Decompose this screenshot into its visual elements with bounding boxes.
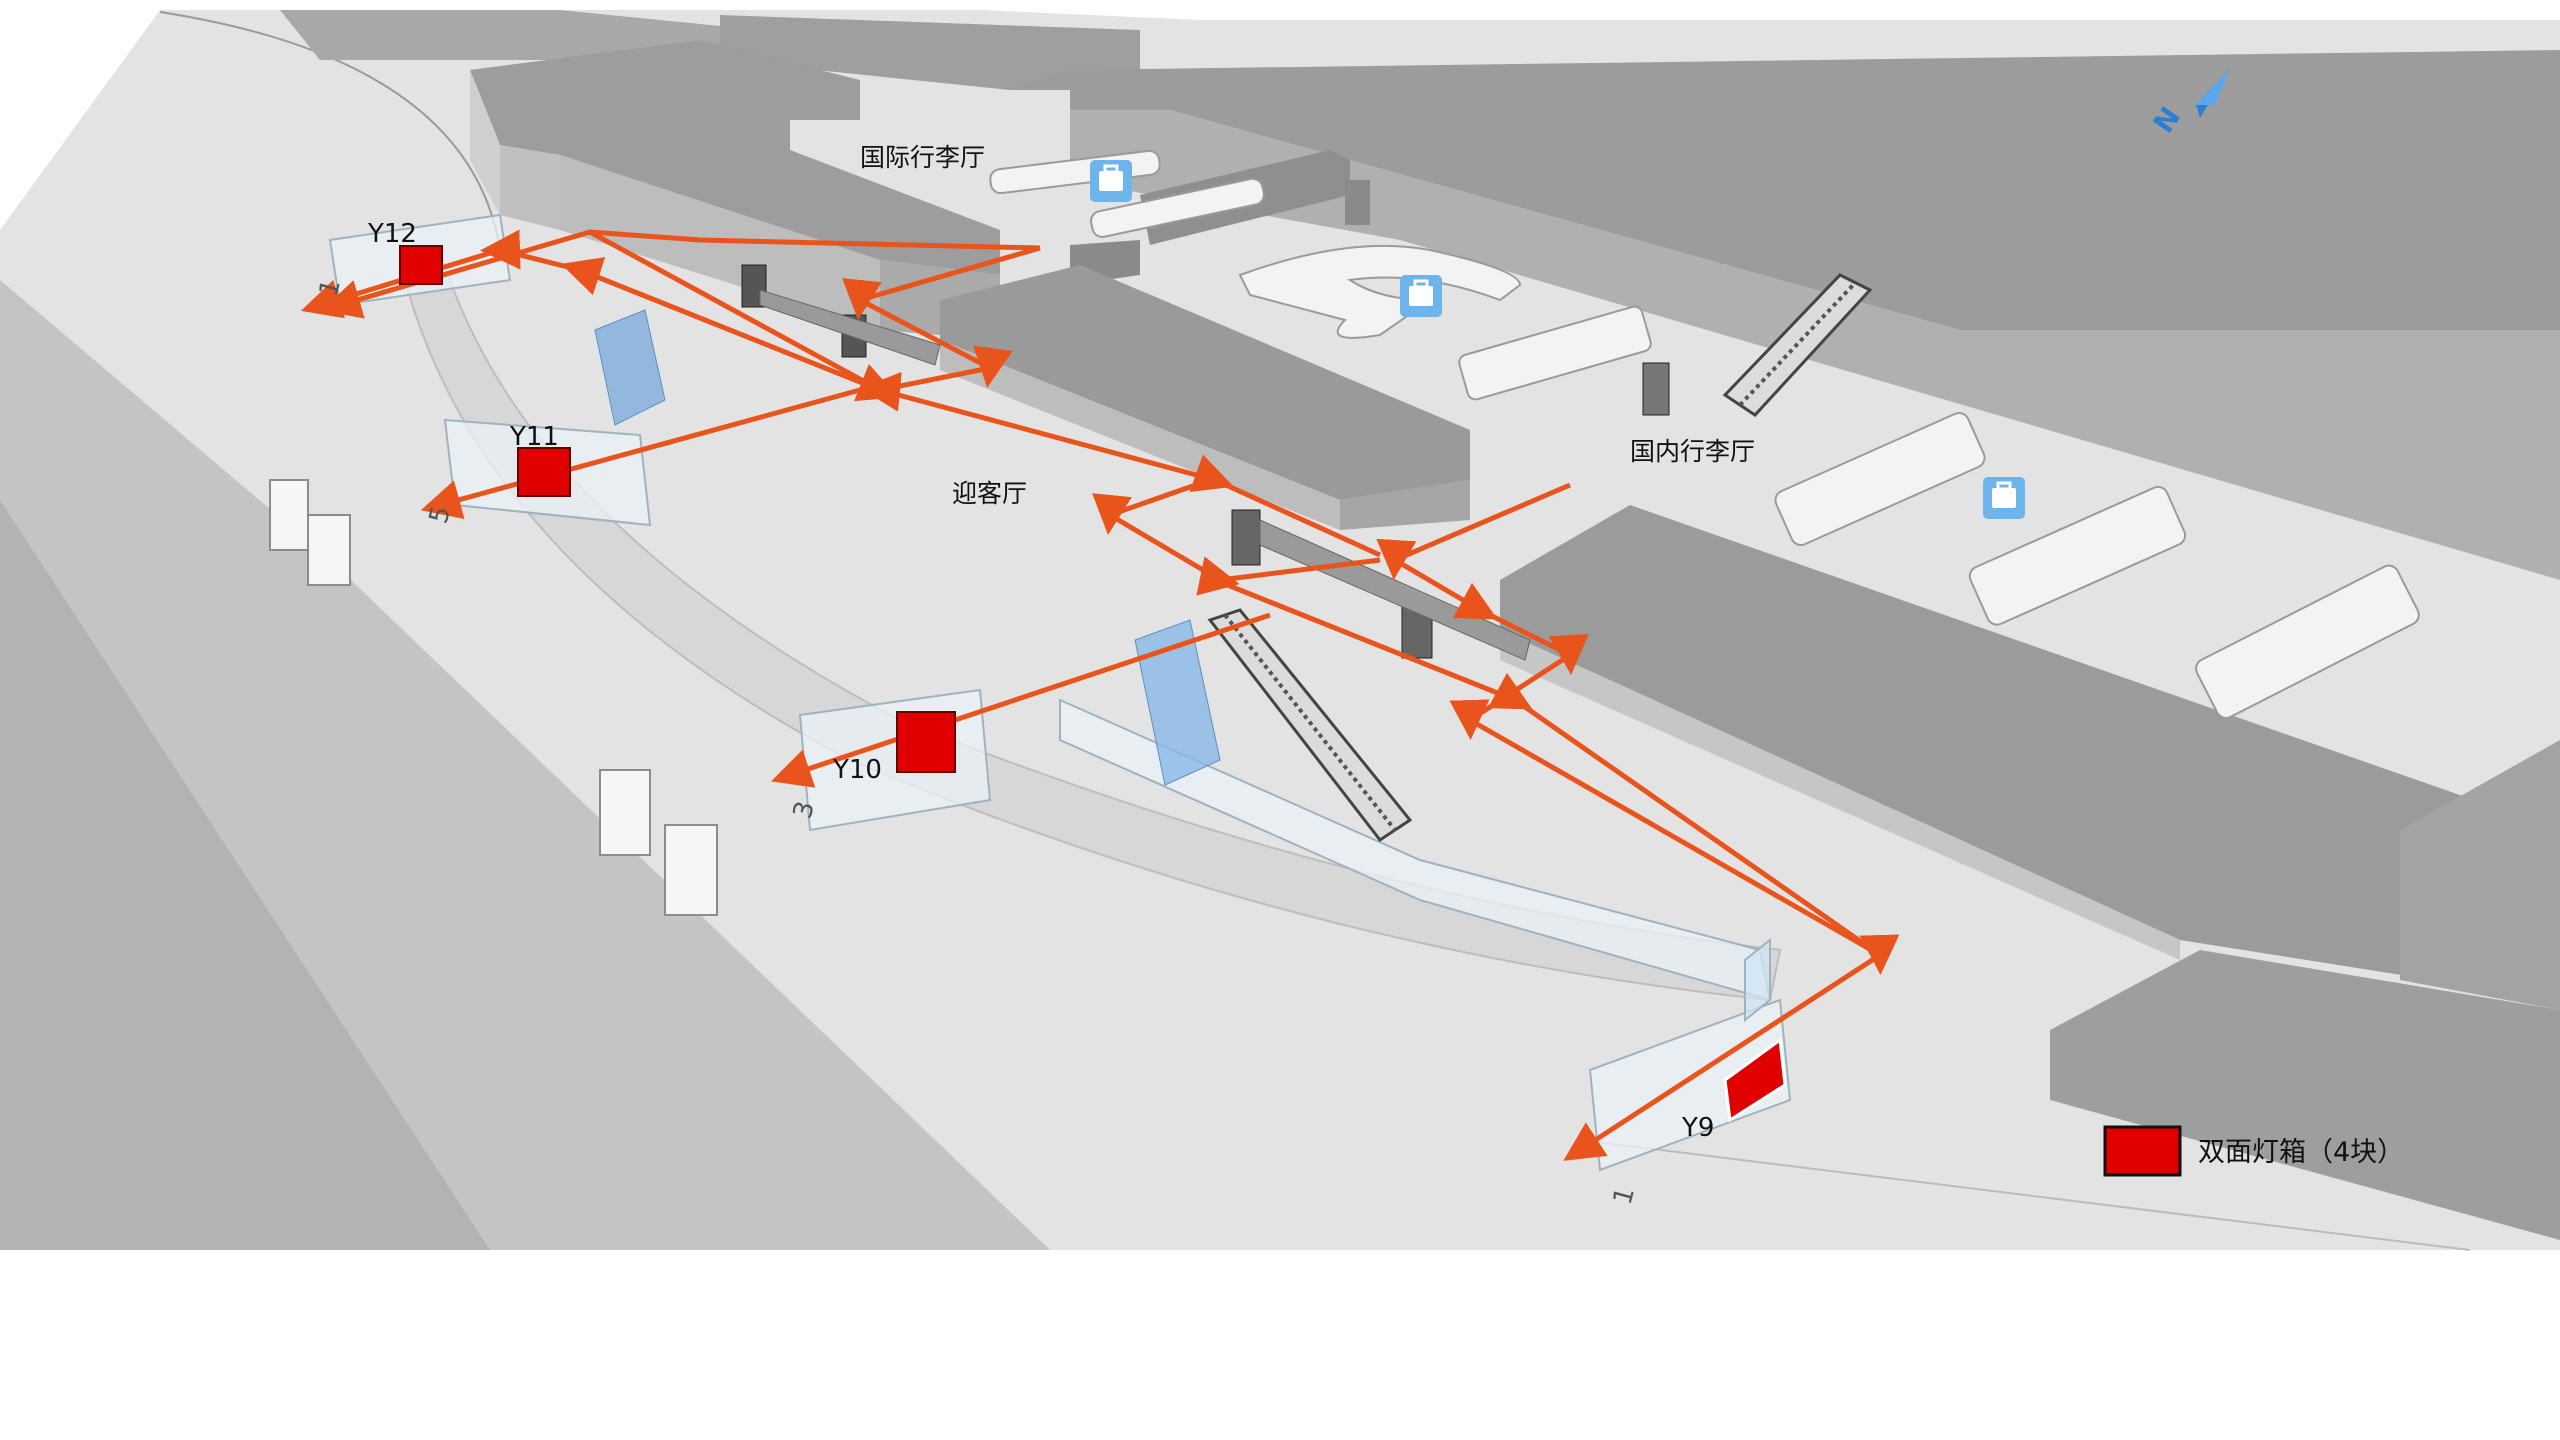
carousel (1458, 305, 1652, 401)
label-domestic-baggage: 国内行李厅 (1630, 437, 1755, 466)
carousel (1968, 485, 2187, 626)
pillars (269, 479, 718, 916)
route-line (1092, 477, 1381, 596)
carousel (1090, 177, 1265, 238)
baggage-carousels (989, 149, 2420, 719)
baggage-claim-icons (1090, 160, 2025, 519)
marker-y11: Y11 (509, 422, 559, 452)
route-line (588, 229, 1382, 558)
light-box-y10 (896, 711, 956, 773)
light-boxes (399, 245, 1787, 1123)
escalators (1207, 273, 1873, 843)
escalator-icon (1722, 273, 1873, 417)
ticket-kiosk-icon (1642, 362, 1670, 416)
route-line (420, 387, 861, 520)
exit-number: 5 (424, 503, 457, 527)
route-line (320, 229, 1041, 319)
exit-number: 1 (314, 276, 347, 300)
marker-y10: Y10 (832, 755, 882, 785)
legend-swatch (2103, 1125, 2182, 1177)
label-arrival-hall: 迎客厅 (952, 479, 1027, 508)
passenger-routes (300, 229, 1900, 1161)
legend: 双面灯箱（4块） (2103, 1125, 2404, 1177)
legend-label: 双面灯箱（4块） (2198, 1137, 2404, 1168)
marker-y12: Y12 (367, 219, 417, 249)
marker-y9: Y9 (1681, 1113, 1714, 1143)
carousel (1238, 244, 1522, 339)
exit-number: 1 (1608, 1184, 1641, 1208)
exit-number: 3 (788, 798, 821, 822)
light-box-y9 (1723, 1037, 1787, 1123)
carousel (2195, 564, 2420, 719)
route-line (1214, 577, 1882, 958)
light-box-y12 (399, 245, 443, 285)
ticket-kiosk-icon (1231, 509, 1261, 566)
carousel (1774, 412, 1986, 546)
baggage-claim-icon (1400, 275, 1442, 317)
baggage-claim-icon (1090, 160, 1132, 202)
baggage-claim-icon (1983, 477, 2025, 519)
label-international-baggage: 国际行李厅 (860, 143, 985, 172)
light-box-y11 (517, 447, 571, 497)
route-line (771, 612, 1271, 788)
